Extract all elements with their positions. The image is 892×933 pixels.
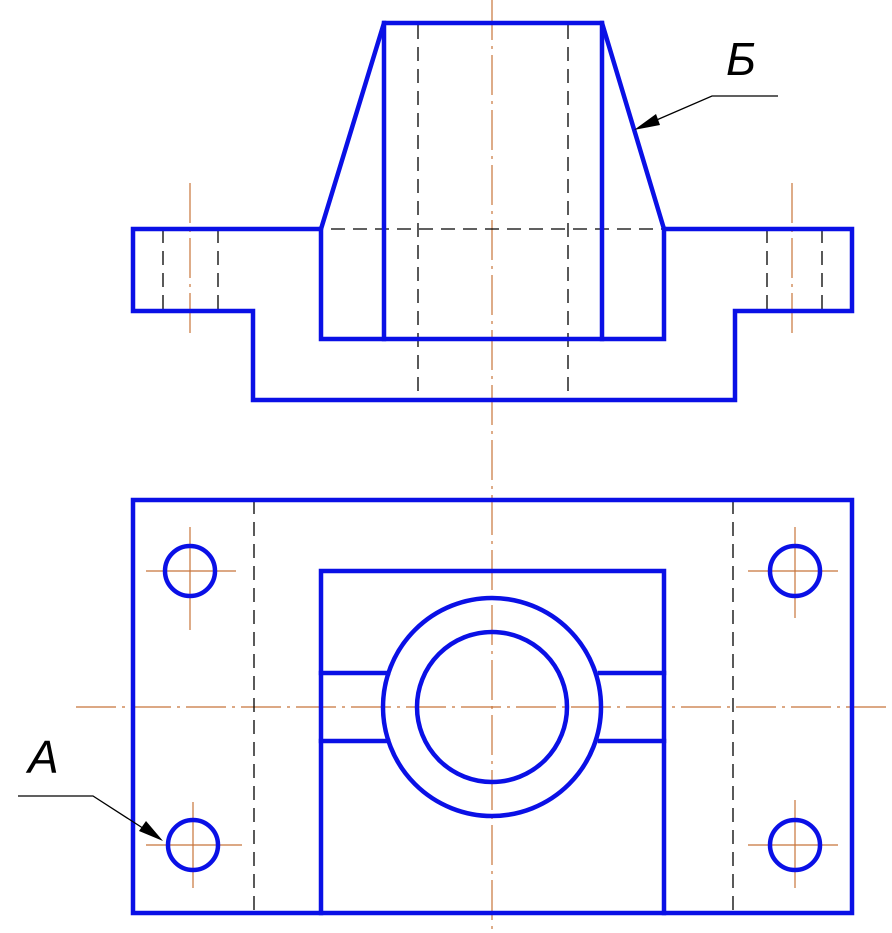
hole-crosshairs [146, 527, 838, 888]
arrowhead-b [634, 114, 660, 130]
boss-outer-circle [380, 595, 604, 819]
label-b: Б [726, 33, 756, 85]
center-lines [76, 0, 892, 933]
leader-b: Б [634, 33, 778, 130]
front-view [130, 20, 855, 403]
leader-a: А [18, 731, 163, 841]
plan-view [130, 497, 855, 916]
bore-circle [414, 629, 570, 785]
bolt-hole-top-right [767, 543, 823, 599]
bolt-hole-bottom-right [767, 817, 823, 873]
base-plate-outline [130, 497, 855, 916]
bolt-hole-bottom-left [165, 817, 221, 873]
bolt-hole-top-left [162, 543, 218, 599]
arrowhead-a [139, 821, 163, 841]
boss-outline [318, 226, 667, 342]
label-a: А [25, 731, 59, 783]
